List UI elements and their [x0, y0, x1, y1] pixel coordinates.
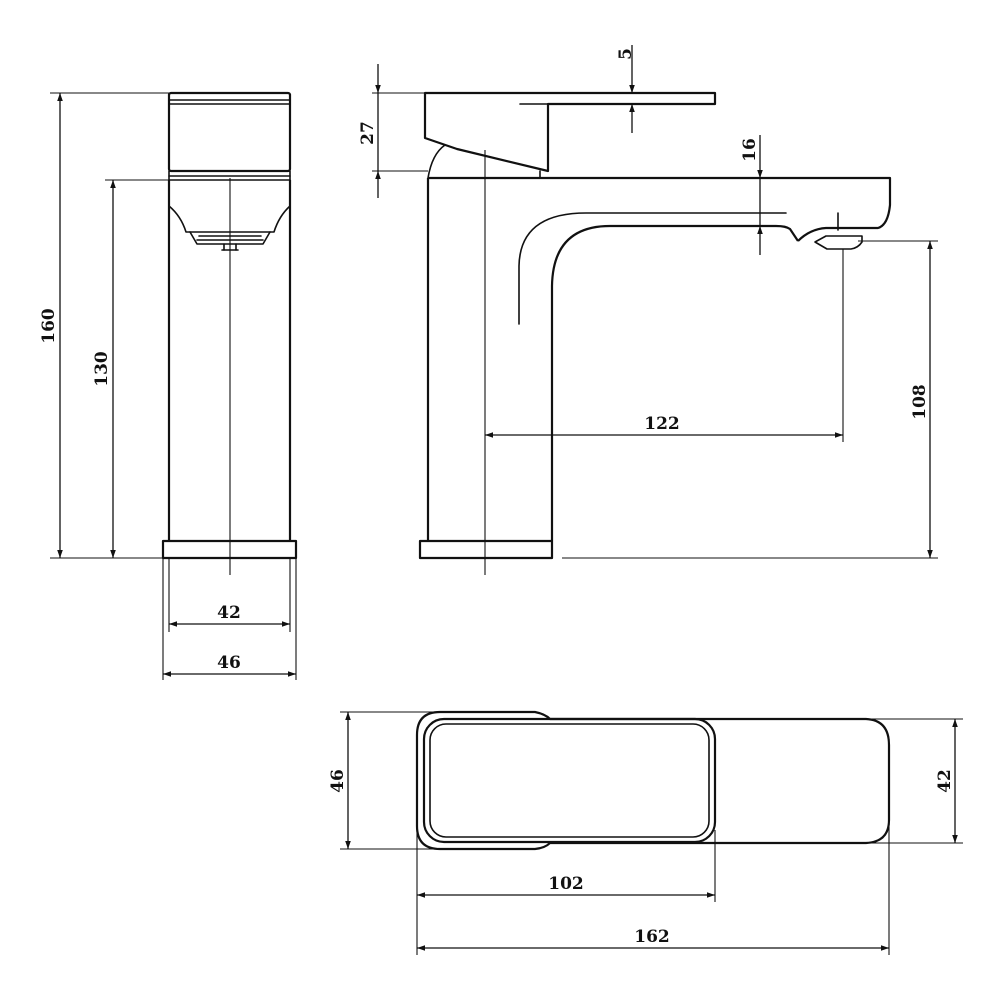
side-handle-pivot	[427, 144, 446, 179]
side-base	[418, 539, 554, 560]
side-aerator	[814, 235, 863, 250]
top-body-outline	[415, 710, 891, 851]
dim-label-top-depth: 46	[328, 769, 348, 793]
dim-label-base-inner-width: 42	[217, 603, 241, 623]
dim-label-base-outer-width: 46	[217, 653, 241, 673]
dim-label-handle-length: 102	[548, 874, 584, 894]
side-spout-passage	[518, 212, 787, 325]
side-spout-underside	[550, 224, 799, 541]
side-view: 5 27 16 122 108	[358, 45, 938, 575]
dim-label-handle-height: 27	[358, 121, 378, 145]
side-lever-handle	[423, 91, 717, 173]
front-view: 160 130 42 46	[39, 91, 298, 680]
dim-label-handle-thickness: 5	[616, 48, 636, 60]
side-spout-top	[428, 176, 892, 242]
top-handle-plate	[422, 717, 717, 844]
dim-label-top-spout-width: 42	[935, 769, 955, 793]
dim-label-spout-height: 130	[92, 351, 112, 387]
dim-label-overall-length: 162	[634, 927, 670, 947]
dim-label-spout-reach: 122	[644, 414, 680, 434]
dim-label-spout-thickness: 16	[740, 138, 760, 162]
top-view: 46 42 102 162	[328, 710, 963, 955]
dim-label-total-height: 160	[39, 308, 59, 344]
dim-label-outlet-height: 108	[910, 384, 930, 420]
